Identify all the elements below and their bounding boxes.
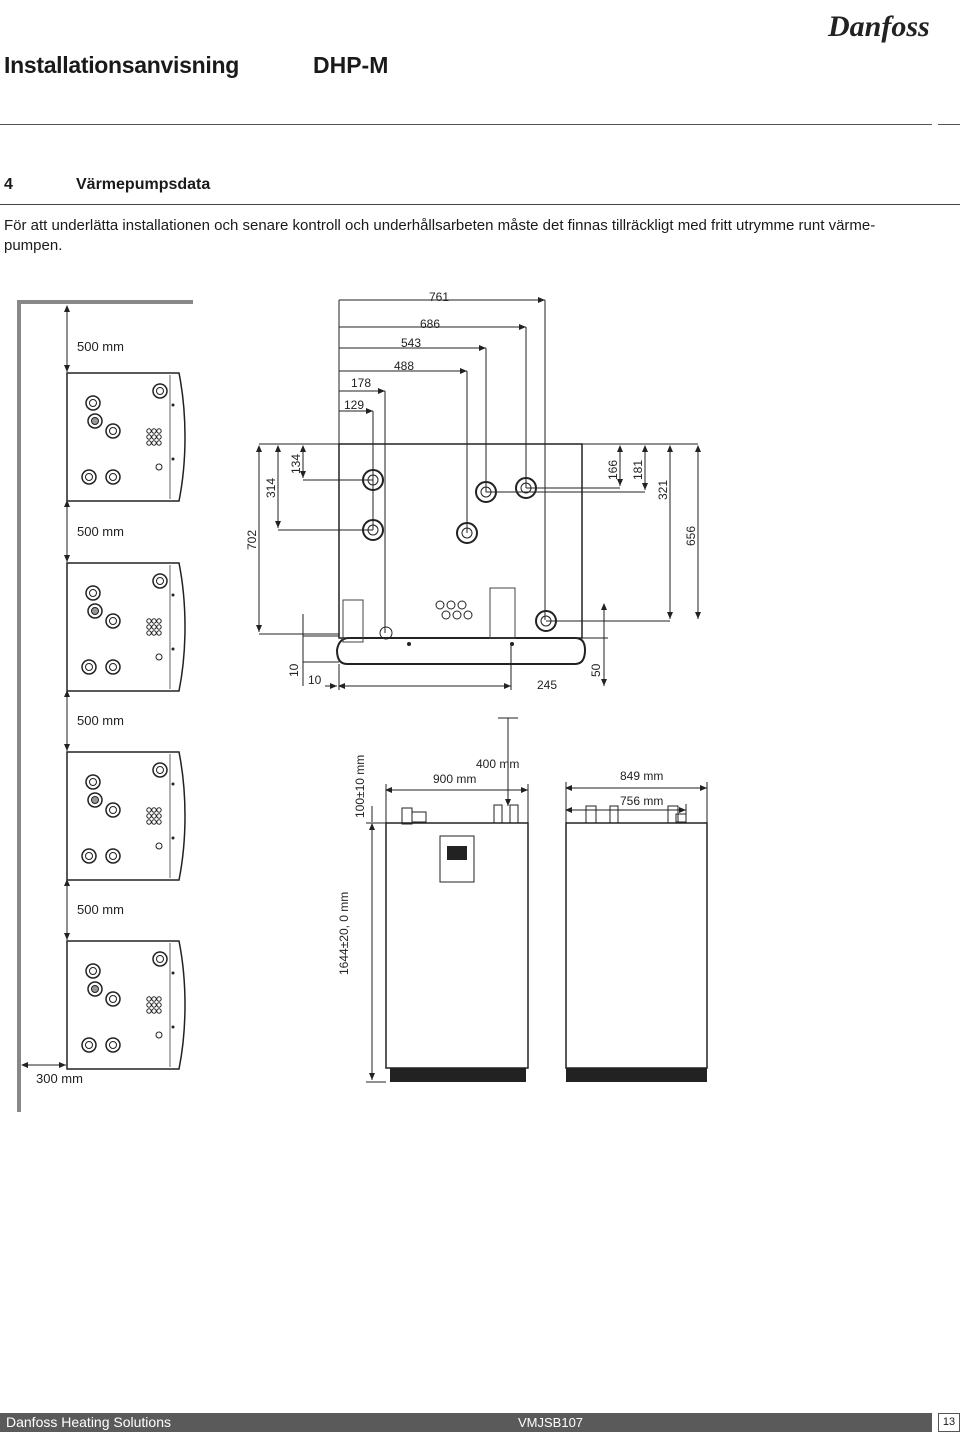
dim-height-top: 100±10 mm xyxy=(353,755,367,818)
dim-10-vertical: 10 xyxy=(287,663,301,677)
clearance-label-1: 500 mm xyxy=(77,339,124,354)
document-title: Installationsanvisning xyxy=(4,52,239,78)
danfoss-logo: Danfoss xyxy=(827,10,930,43)
header-rule xyxy=(0,124,932,125)
dim-178: 178 xyxy=(351,376,371,390)
clearance-label-2: 500 mm xyxy=(77,524,124,539)
dim-166: 166 xyxy=(606,460,620,480)
unit-3 xyxy=(66,751,186,881)
dim-702: 702 xyxy=(245,530,259,550)
dim-543: 543 xyxy=(401,336,421,350)
header-rule-tail xyxy=(938,124,960,125)
front-view-unit xyxy=(385,804,529,1082)
footer-company: Danfoss Heating Solutions xyxy=(6,1414,171,1430)
page-number: 13 xyxy=(938,1413,960,1432)
footer-doc-code: VMJSB107 xyxy=(518,1415,584,1430)
dim-134: 134 xyxy=(289,454,303,474)
dim-756: 756 mm xyxy=(620,794,663,808)
dim-686: 686 xyxy=(420,317,440,331)
section-number: 4 xyxy=(4,176,13,193)
dim-321: 321 xyxy=(656,480,670,500)
dim-314: 314 xyxy=(264,478,278,498)
top-view-unit xyxy=(335,443,587,665)
dim-656: 656 xyxy=(684,526,698,546)
clearance-label-side: 300 mm xyxy=(36,1071,83,1086)
dim-50: 50 xyxy=(589,663,603,677)
product-model: DHP-M xyxy=(313,52,389,78)
side-view-unit xyxy=(565,805,708,1082)
dim-245: 245 xyxy=(537,678,557,692)
dim-488: 488 xyxy=(394,359,414,373)
dim-761: 761 xyxy=(429,290,449,304)
dim-10-horizontal: 10 xyxy=(308,673,322,687)
dim-400: 400 mm xyxy=(476,757,519,771)
dim-181: 181 xyxy=(631,460,645,480)
clearance-label-4: 500 mm xyxy=(77,902,124,917)
wall xyxy=(17,300,21,1112)
dim-129: 129 xyxy=(344,398,364,412)
installation-clearance-diagram: 500 mm 500 mm 500 mm 500 mm 300 mm 761 6… xyxy=(17,290,708,1112)
clearance-label-3: 500 mm xyxy=(77,713,124,728)
dim-height: 1644±20, 0 mm xyxy=(337,892,351,975)
section-rule xyxy=(0,204,960,205)
svg-text:Danfoss: Danfoss xyxy=(827,10,930,43)
unit-1 xyxy=(66,372,186,502)
intro-paragraph: För att underlätta installationen och se… xyxy=(4,217,876,254)
dim-849: 849 mm xyxy=(620,769,663,783)
footer-bar xyxy=(0,1413,932,1432)
section-title: Värmepumpsdata xyxy=(76,176,211,193)
wall-top xyxy=(17,300,193,304)
unit-2 xyxy=(66,562,186,692)
unit-4 xyxy=(66,940,186,1070)
dim-900: 900 mm xyxy=(433,772,476,786)
